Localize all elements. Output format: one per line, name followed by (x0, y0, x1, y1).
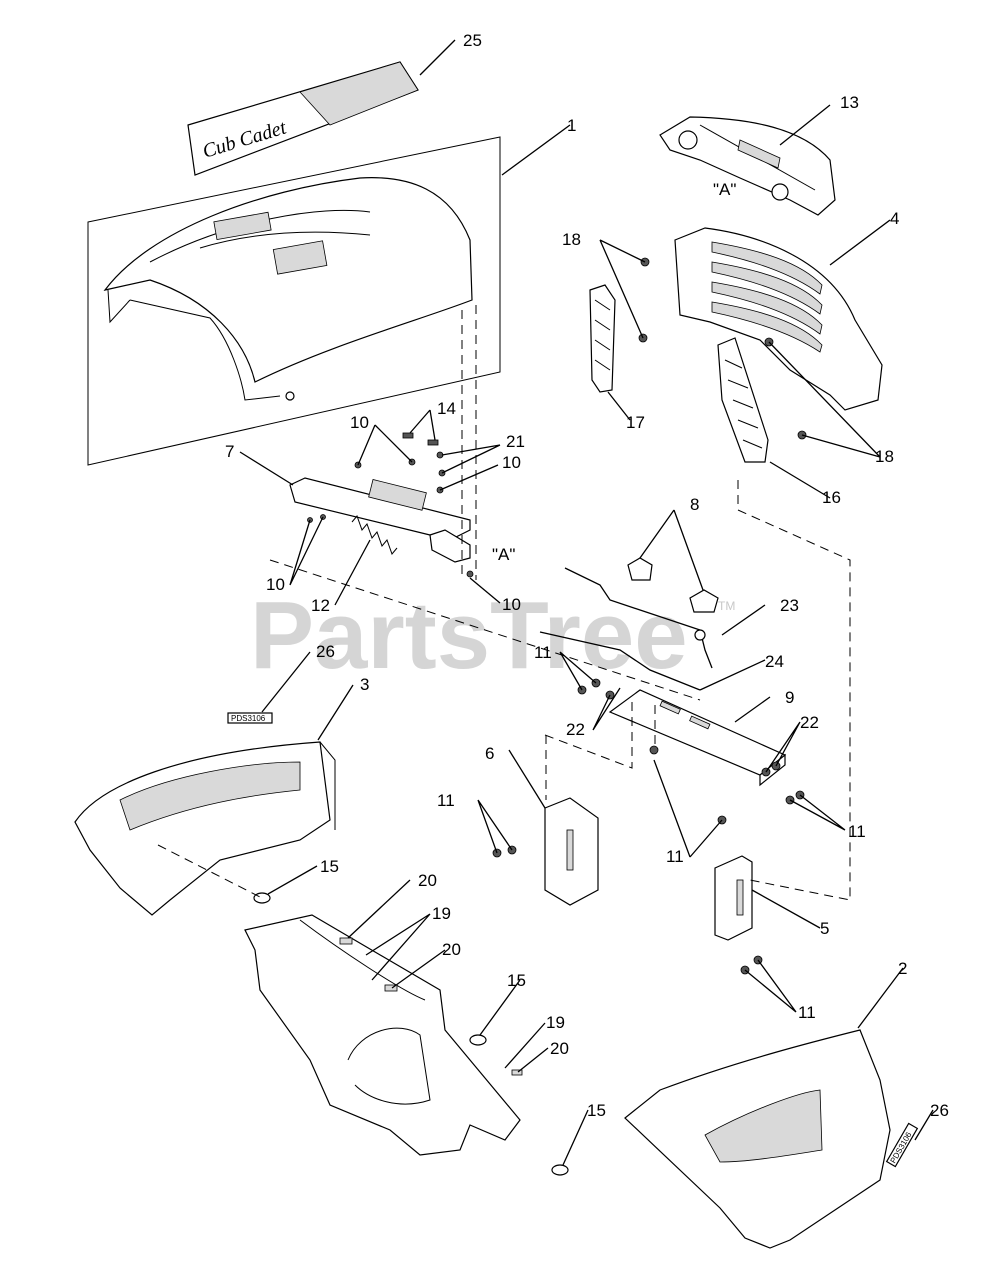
part-2-right-panel[interactable] (624, 1029, 891, 1249)
callout-11a: 11 (534, 643, 552, 662)
callout-19b: 19 (546, 1013, 565, 1032)
callout-11c: 11 (437, 791, 455, 810)
callout-7: 7 (225, 442, 234, 461)
part-5-bracket[interactable] (714, 855, 753, 941)
callout-15b: 15 (507, 971, 526, 990)
callout-11e: 11 (798, 1003, 816, 1022)
part-13-grille-bracket[interactable] (659, 116, 836, 216)
callout-23: 23 (780, 596, 799, 615)
callout-9: 9 (785, 688, 794, 707)
callout-20c: 20 (550, 1039, 569, 1058)
part-25-decal[interactable]: Cub Cadet (187, 61, 419, 176)
part-4-grille[interactable] (674, 227, 883, 411)
callout-10d: 10 (502, 595, 521, 614)
part-8-clips[interactable] (627, 557, 719, 613)
label-26-right[interactable]: PDS3106 (885, 1122, 919, 1168)
callout-8: 8 (690, 495, 699, 514)
part-1-hood[interactable] (87, 136, 501, 466)
callout-26b: 26 (930, 1101, 949, 1120)
callout-18b: 18 (875, 447, 894, 466)
callout-20a: 20 (418, 871, 437, 890)
label-26-left[interactable]: PDS3106 (227, 712, 273, 724)
dashed-lines (157, 305, 851, 901)
callout-25: 25 (463, 31, 482, 50)
callout-15a: 15 (320, 857, 339, 876)
svg-text:TM: TM (718, 599, 735, 613)
callout-15c: 15 (587, 1101, 606, 1120)
washers-15[interactable] (253, 892, 569, 1176)
callout-14: 14 (437, 399, 456, 418)
lower-shroud[interactable] (244, 914, 523, 1156)
hardware-small-upper[interactable] (307, 432, 474, 578)
part-17-side-bracket[interactable] (589, 284, 616, 393)
part-12-spring[interactable] (351, 515, 398, 555)
callout-20b: 20 (442, 940, 461, 959)
callout-24: 24 (765, 652, 784, 671)
svg-text:PDS3106: PDS3106 (231, 714, 266, 723)
part-7-hood-bracket[interactable] (289, 477, 471, 563)
view-ref-a-lower: "A" (492, 545, 515, 564)
callout-19a: 19 (432, 904, 451, 923)
callout-22b: 22 (800, 713, 819, 732)
callout-26a: 26 (316, 642, 335, 661)
callout-18a: 18 (562, 230, 581, 249)
callout-16: 16 (822, 488, 841, 507)
callout-leaders (239, 39, 934, 1166)
callout-4: 4 (890, 209, 899, 228)
callout-10a: 10 (350, 413, 369, 432)
callout-13: 13 (840, 93, 859, 112)
part-16-side-bracket[interactable] (717, 337, 769, 463)
part-3-left-panel[interactable] (74, 741, 336, 916)
part-6-bracket[interactable] (544, 797, 599, 906)
part-9-plate[interactable] (608, 689, 787, 787)
callout-2: 2 (898, 959, 907, 978)
callout-10c: 10 (266, 575, 285, 594)
callout-11d: 11 (666, 847, 684, 866)
callout-21: 21 (506, 432, 525, 451)
callout-17: 17 (626, 413, 645, 432)
view-ref-a-upper: "A" (713, 180, 736, 199)
callout-10b: 10 (502, 453, 521, 472)
callout-11b: 11 (848, 822, 866, 841)
callout-6: 6 (485, 744, 494, 763)
callout-3: 3 (360, 675, 369, 694)
callout-1: 1 (567, 116, 576, 135)
callout-12: 12 (311, 596, 330, 615)
part-24-rod[interactable] (539, 631, 701, 691)
callout-labels: 25 1 13 4 18 18 17 16 14 10 21 10 7 10 1… (225, 31, 949, 1120)
callout-22a: 22 (566, 720, 585, 739)
callout-5: 5 (820, 919, 829, 938)
watermark: PartsTree TM (250, 582, 735, 689)
svg-text:PartsTree: PartsTree (250, 582, 688, 689)
part-23-rod[interactable] (564, 567, 713, 669)
